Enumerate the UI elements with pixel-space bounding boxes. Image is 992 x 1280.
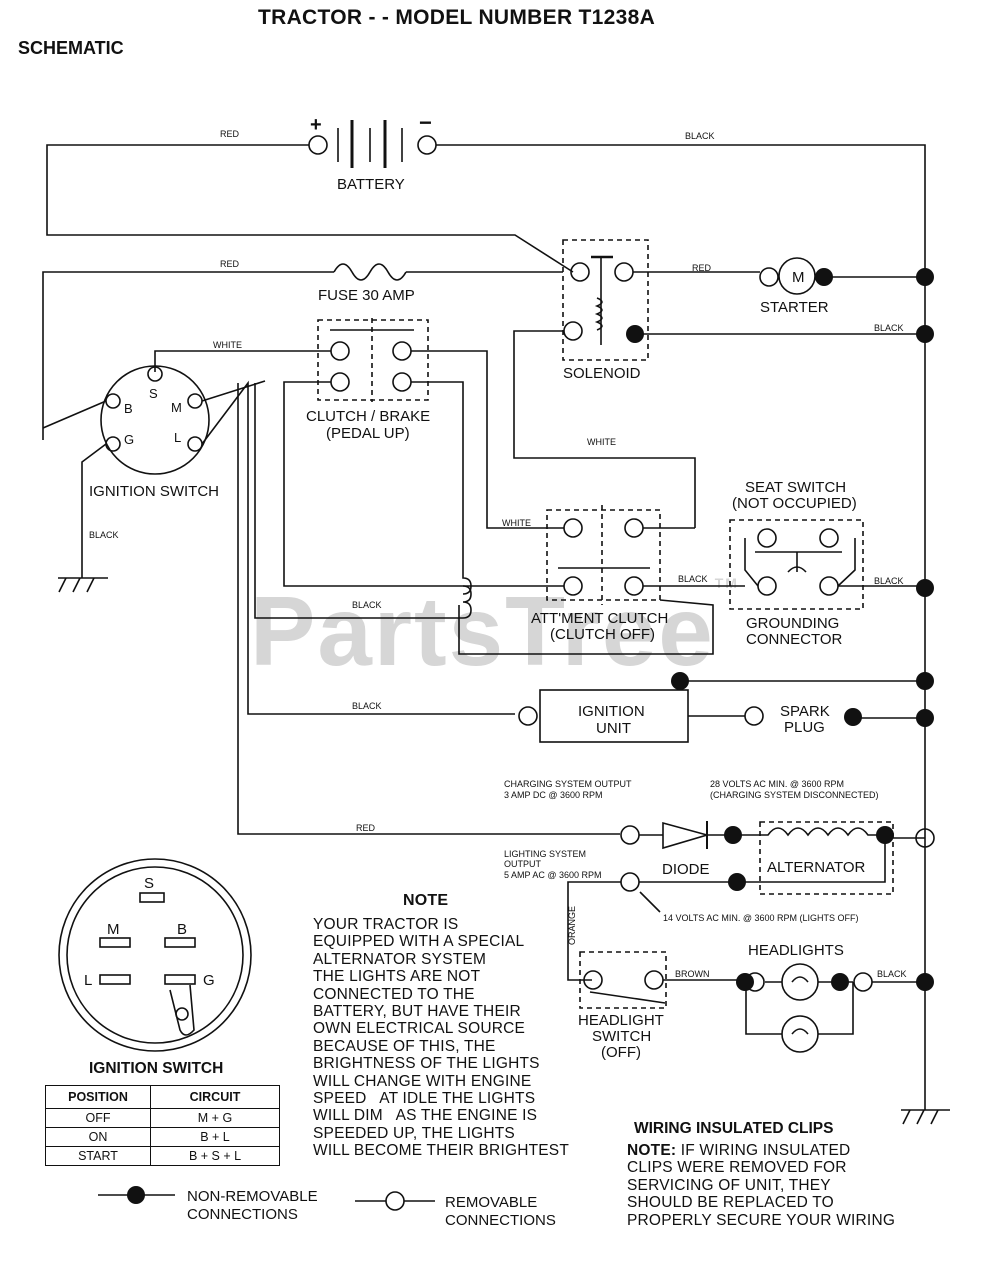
battery-plus: +: [310, 114, 322, 136]
ignition-position-table: POSITION CIRCUIT OFF M + G ON B + L STAR…: [45, 1085, 280, 1166]
charging-output-2: 3 AMP DC @ 3600 RPM: [504, 790, 603, 800]
wire-orange: ORANGE: [567, 906, 577, 945]
charging-disconnected-2: (CHARGING SYSTEM DISCONNECTED): [710, 790, 879, 800]
wiring-clips-title: WIRING INSULATED CLIPS: [634, 1120, 834, 1137]
wire-black-headlights: BLACK: [877, 969, 907, 979]
table-header-circuit: CIRCUIT: [150, 1085, 280, 1109]
wire-black-ignition: BLACK: [352, 701, 382, 711]
fuse-label: FUSE 30 AMP: [318, 287, 415, 304]
starter-label: STARTER: [760, 299, 829, 316]
table-cell: OFF: [45, 1108, 151, 1128]
lighting-output-3: 5 AMP AC @ 3600 RPM: [504, 870, 602, 880]
page-title: TRACTOR - - MODEL NUMBER T1238A: [258, 6, 656, 29]
attachment-clutch-label-1: ATT'MENT CLUTCH: [531, 610, 668, 627]
ignition-unit-label-1: IGNITION: [578, 703, 645, 720]
headlight-switch-label-1: HEADLIGHT: [578, 1012, 664, 1029]
grounding-label-2: CONNECTOR: [746, 631, 843, 648]
note-body: YOUR TRACTOR IS EQUIPPED WITH A SPECIAL …: [313, 916, 570, 1160]
wire-red-battery: RED: [220, 129, 240, 139]
fuse-symbol: [333, 263, 407, 281]
battery-minus: −: [419, 110, 432, 135]
ignition-switch-label: IGNITION SWITCH: [89, 483, 219, 500]
table-header-position: POSITION: [45, 1085, 151, 1109]
wire-black-solenoid: BLACK: [874, 323, 904, 333]
headlight-switch-label-3: (OFF): [601, 1044, 641, 1061]
legend-removable-2: CONNECTIONS: [445, 1212, 556, 1229]
seat-switch-label-1: SEAT SWITCH: [745, 479, 846, 496]
spark-plug-label-2: PLUG: [784, 719, 825, 736]
legend-non-removable-1: NON-REMOVABLE: [187, 1188, 318, 1205]
terminal-s: S: [149, 386, 158, 401]
attachment-clutch-box: [546, 509, 661, 601]
battery-label: BATTERY: [337, 176, 405, 193]
charging-disconnected-1: 28 VOLTS AC MIN. @ 3600 RPM: [710, 779, 844, 789]
table-cell: ON: [45, 1127, 151, 1147]
terminal-m: M: [171, 400, 182, 415]
attachment-clutch-label-2: (CLUTCH OFF): [550, 626, 655, 643]
table-row: START B + S + L: [45, 1146, 280, 1166]
wire-white-solenoid: WHITE: [587, 437, 616, 447]
alternator-label: ALTERNATOR: [767, 859, 866, 876]
lighting-output-2: OUTPUT: [504, 859, 542, 869]
lights-off-note: 14 VOLTS AC MIN. @ 3600 RPM (LIGHTS OFF): [663, 913, 859, 923]
seat-switch-label-2: (NOT OCCUPIED): [732, 495, 857, 512]
wire-black-attclutch: BLACK: [678, 574, 708, 584]
terminal-l: L: [174, 430, 181, 445]
grounding-label-1: GROUNDING: [746, 615, 839, 632]
ignition-switch-body: [100, 365, 210, 475]
note-title: NOTE: [403, 892, 449, 909]
table-cell: B + L: [150, 1127, 280, 1147]
terminal-b: B: [124, 401, 133, 416]
wire-black-loop: BLACK: [352, 600, 382, 610]
legend-non-removable-2: CONNECTIONS: [187, 1206, 298, 1223]
seat-switch-box: [729, 519, 864, 610]
starter-symbol: M: [792, 269, 805, 286]
headlight-switch-box: [579, 951, 667, 1009]
headlights-label: HEADLIGHTS: [748, 942, 844, 959]
diode-label: DIODE: [662, 861, 710, 878]
clutch-brake-label-2: (PEDAL UP): [326, 425, 410, 442]
table-cell: M + G: [150, 1108, 280, 1128]
terminal-g: G: [124, 432, 134, 447]
ignition-unit-label-2: UNIT: [596, 720, 631, 737]
solenoid-box: [562, 239, 649, 361]
legend-removable-1: REMOVABLE: [445, 1194, 537, 1211]
face-b: B: [177, 921, 187, 938]
clutch-brake-box: [317, 319, 429, 401]
headlight-switch-label-2: SWITCH: [592, 1028, 651, 1045]
page-subtitle: SCHEMATIC: [18, 38, 124, 58]
legend: [98, 1186, 435, 1211]
wire-white-clutch: WHITE: [502, 518, 531, 528]
ignition-table-title: IGNITION SWITCH: [89, 1060, 223, 1077]
table-cell: START: [45, 1146, 151, 1166]
ignition-switch-face: [58, 858, 252, 1052]
wire-brown: BROWN: [675, 969, 710, 979]
face-g: G: [203, 972, 215, 989]
charging-output-1: CHARGING SYSTEM OUTPUT: [504, 779, 632, 789]
face-s: S: [144, 875, 154, 892]
wire-white-switch: WHITE: [213, 340, 242, 350]
solenoid-label: SOLENOID: [563, 365, 641, 382]
clutch-brake-label-1: CLUTCH / BRAKE: [306, 408, 430, 425]
wire-red-diode: RED: [356, 823, 376, 833]
wire-red-starter: RED: [692, 263, 712, 273]
wire-black-ground: BLACK: [89, 530, 119, 540]
wiring-clips-body: NOTE: IF WIRING INSULATED CLIPS WERE REM…: [627, 1142, 896, 1229]
face-m: M: [107, 921, 120, 938]
alternator-box: [759, 821, 894, 895]
table-row: OFF M + G: [45, 1108, 280, 1128]
lighting-output-1: LIGHTING SYSTEM: [504, 849, 586, 859]
wire-black-battery: BLACK: [685, 131, 715, 141]
table-cell: B + S + L: [150, 1146, 280, 1166]
spark-plug-label-1: SPARK: [780, 703, 830, 720]
wire-black-seat: BLACK: [874, 576, 904, 586]
face-l: L: [84, 972, 92, 989]
battery: [308, 120, 437, 168]
table-row: ON B + L: [45, 1127, 280, 1147]
wire-red-fuse: RED: [220, 259, 240, 269]
